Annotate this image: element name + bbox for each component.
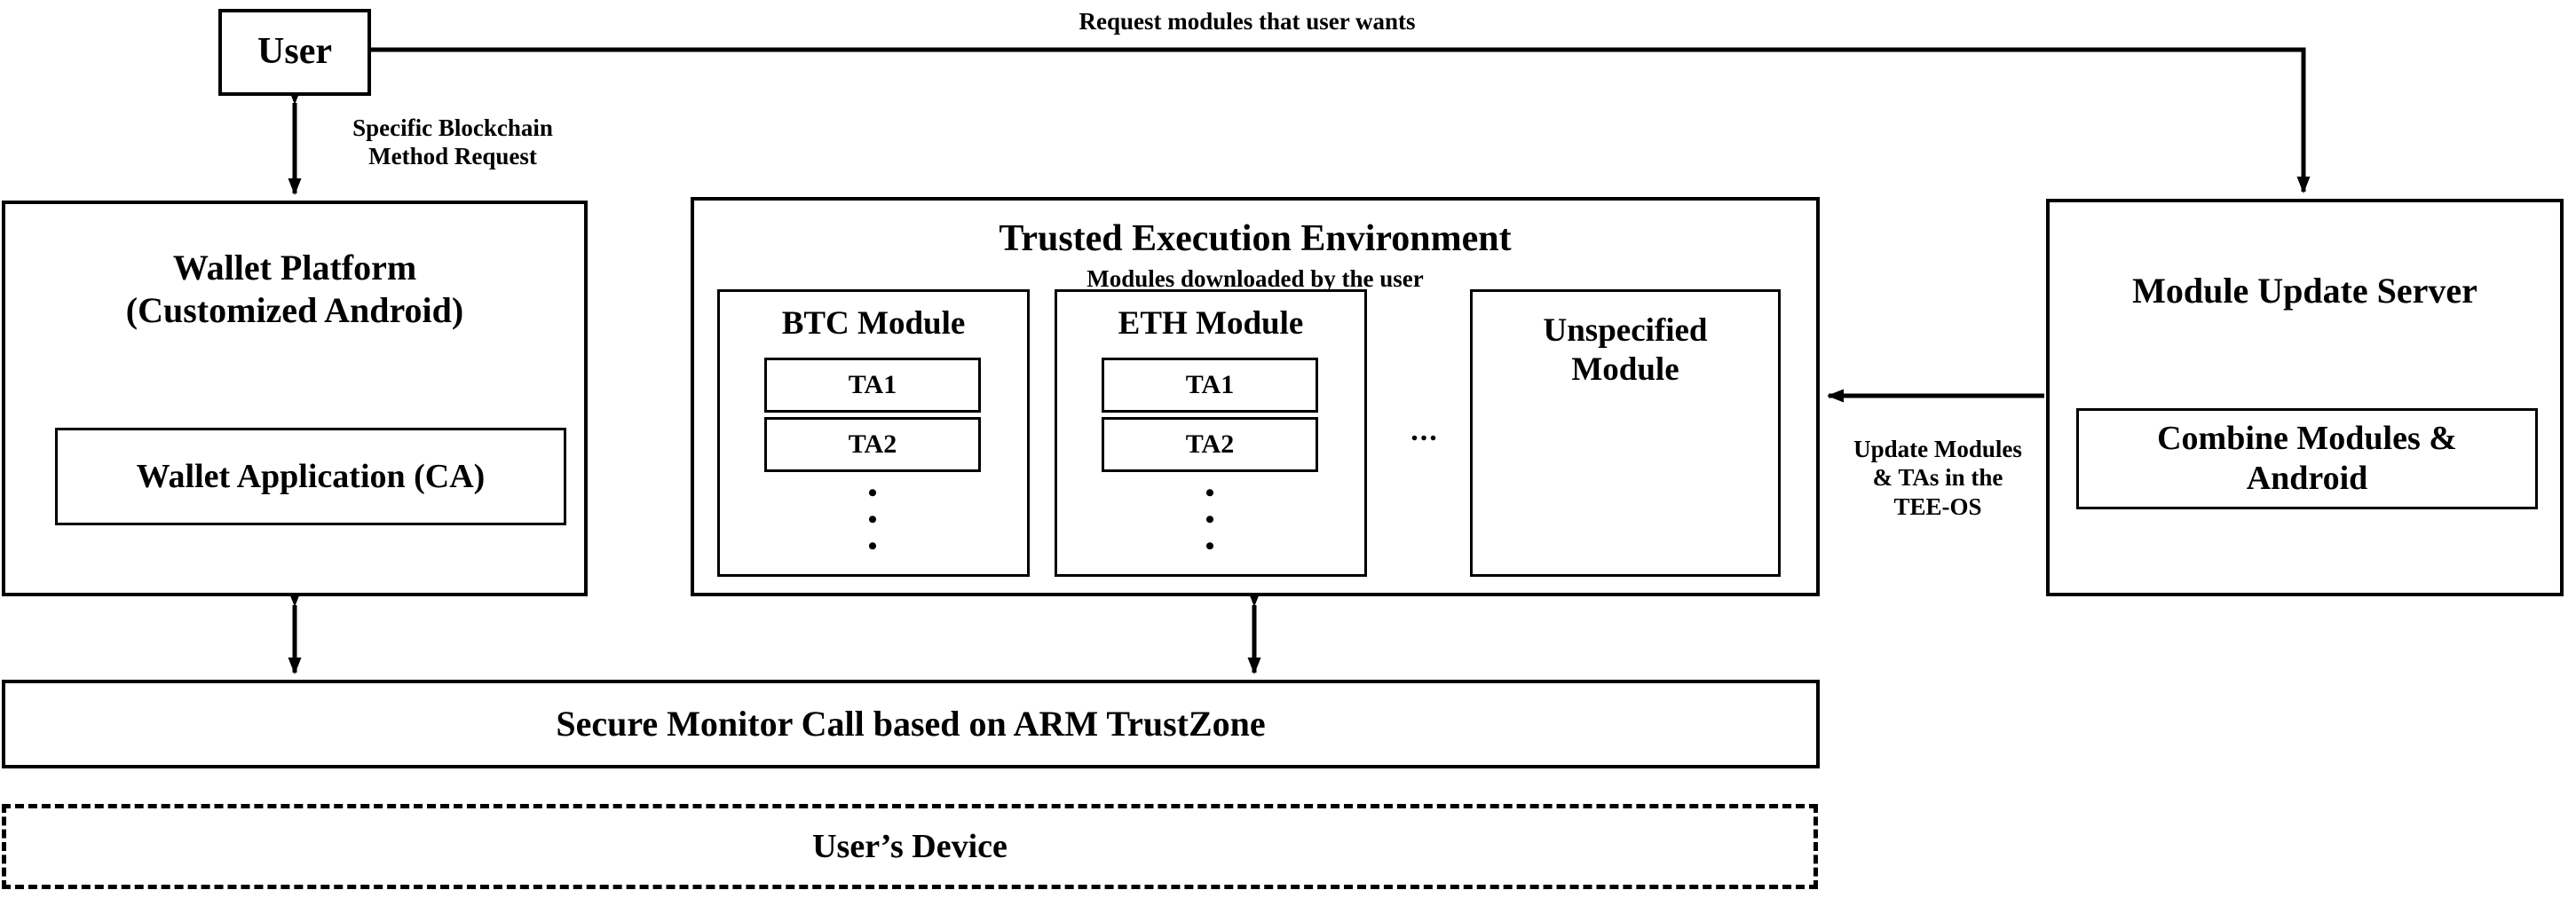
node-unspecified-module[interactable]: Unspecified Module (1470, 289, 1781, 577)
secure-monitor-call-label-text: Secure Monitor Call based on ARM TrustZo… (556, 704, 1266, 744)
btc-ta1-label-text: TA1 (848, 370, 897, 400)
unspecified-module-label: Unspecified Module (1473, 311, 1778, 390)
node-user[interactable]: User (218, 9, 371, 96)
tee-title-text: Trusted Execution Environment (999, 218, 1512, 259)
btc-ta1-label: TA1 (767, 360, 978, 410)
btc-module-label-text: BTC Module (781, 305, 966, 342)
edge-label-line2: & TAs in the (1872, 464, 2003, 492)
eth-ta1-label-text: TA1 (1185, 370, 1235, 400)
node-users-device[interactable]: User’s Device (2, 804, 1818, 889)
node-trusted-execution-environment[interactable]: Trusted Execution Environment Modules do… (691, 197, 1820, 596)
node-combine-modules[interactable]: Combine Modules & Android (2076, 408, 2538, 509)
users-device-label: User’s Device (6, 808, 1813, 885)
btc-module-label: BTC Module (720, 304, 1027, 343)
edge-label-text: Request modules that user wants (1079, 8, 1416, 35)
tee-modules-ellipsis-text: ... (1410, 414, 1439, 447)
btc-ta2-box[interactable]: TA2 (764, 417, 981, 472)
tee-subtitle: Modules downloaded by the user (694, 264, 1816, 293)
edge-label-line2: Method Request (368, 143, 537, 170)
node-module-update-server[interactable]: Module Update Server Combine Modules & A… (2046, 199, 2564, 596)
wallet-platform-line2: (Customized Android) (125, 290, 464, 330)
node-eth-module[interactable]: ETH Module TA1 TA2 • • • (1055, 289, 1367, 577)
eth-ta2-label: TA2 (1104, 420, 1316, 469)
btc-ta1-box[interactable]: TA1 (764, 358, 981, 413)
module-update-server-label: Module Update Server (2050, 270, 2560, 312)
users-device-label-text: User’s Device (812, 827, 1007, 865)
node-wallet-platform[interactable]: Wallet Platform (Customized Android) Wal… (2, 201, 588, 596)
tee-subtitle-text: Modules downloaded by the user (1087, 265, 1424, 292)
node-user-label-text: User (257, 31, 332, 73)
node-btc-module[interactable]: BTC Module TA1 TA2 • • • (717, 289, 1030, 577)
edge-label-update-modules: Update Modules & TAs in the TEE-OS (1829, 435, 2047, 521)
node-secure-monitor-call[interactable]: Secure Monitor Call based on ARM TrustZo… (2, 680, 1820, 768)
edge-label-blockchain-request: Specific Blockchain Method Request (306, 114, 599, 171)
module-update-server-label-text: Module Update Server (2132, 271, 2477, 311)
edge-label-line3: TEE-OS (1893, 492, 1982, 520)
unspecified-module-line2: Module (1571, 351, 1679, 389)
edge-label-line1: Specific Blockchain (352, 114, 553, 141)
eth-ta1-label: TA1 (1104, 360, 1316, 410)
tee-modules-ellipsis: ... (1385, 414, 1465, 450)
node-wallet-application-label: Wallet Application (CA) (58, 430, 564, 523)
eth-module-label-text: ETH Module (1118, 305, 1304, 342)
edge-label-request-modules: Request modules that user wants (972, 7, 1522, 35)
eth-ta1-box[interactable]: TA1 (1102, 358, 1318, 413)
unspecified-module-line1: Unspecified (1543, 312, 1708, 349)
eth-ta2-label-text: TA2 (1185, 429, 1235, 460)
combine-modules-label: Combine Modules & Android (2079, 411, 2535, 507)
secure-monitor-call-label: Secure Monitor Call based on ARM TrustZo… (5, 683, 1816, 765)
wallet-platform-line1: Wallet Platform (172, 248, 417, 288)
wallet-application-label-text: Wallet Application (CA) (136, 457, 486, 495)
tee-title: Trusted Execution Environment (694, 217, 1816, 261)
node-wallet-application[interactable]: Wallet Application (CA) (55, 428, 566, 525)
combine-modules-line1: Combine Modules & (2157, 420, 2457, 458)
btc-ta2-label-text: TA2 (848, 429, 897, 460)
combine-modules-line2: Android (2246, 460, 2368, 497)
edge-request-modules (370, 47, 2311, 193)
node-user-label: User (222, 12, 367, 92)
edge-label-line1: Update Modules (1853, 436, 2022, 462)
node-wallet-platform-label: Wallet Platform (Customized Android) (5, 247, 584, 332)
btc-ta2-label: TA2 (767, 420, 978, 469)
btc-module-more-indicator: • • • (867, 478, 878, 561)
eth-module-label: ETH Module (1057, 304, 1364, 343)
eth-module-more-indicator: • • • (1205, 478, 1215, 561)
eth-ta2-box[interactable]: TA2 (1102, 417, 1318, 472)
